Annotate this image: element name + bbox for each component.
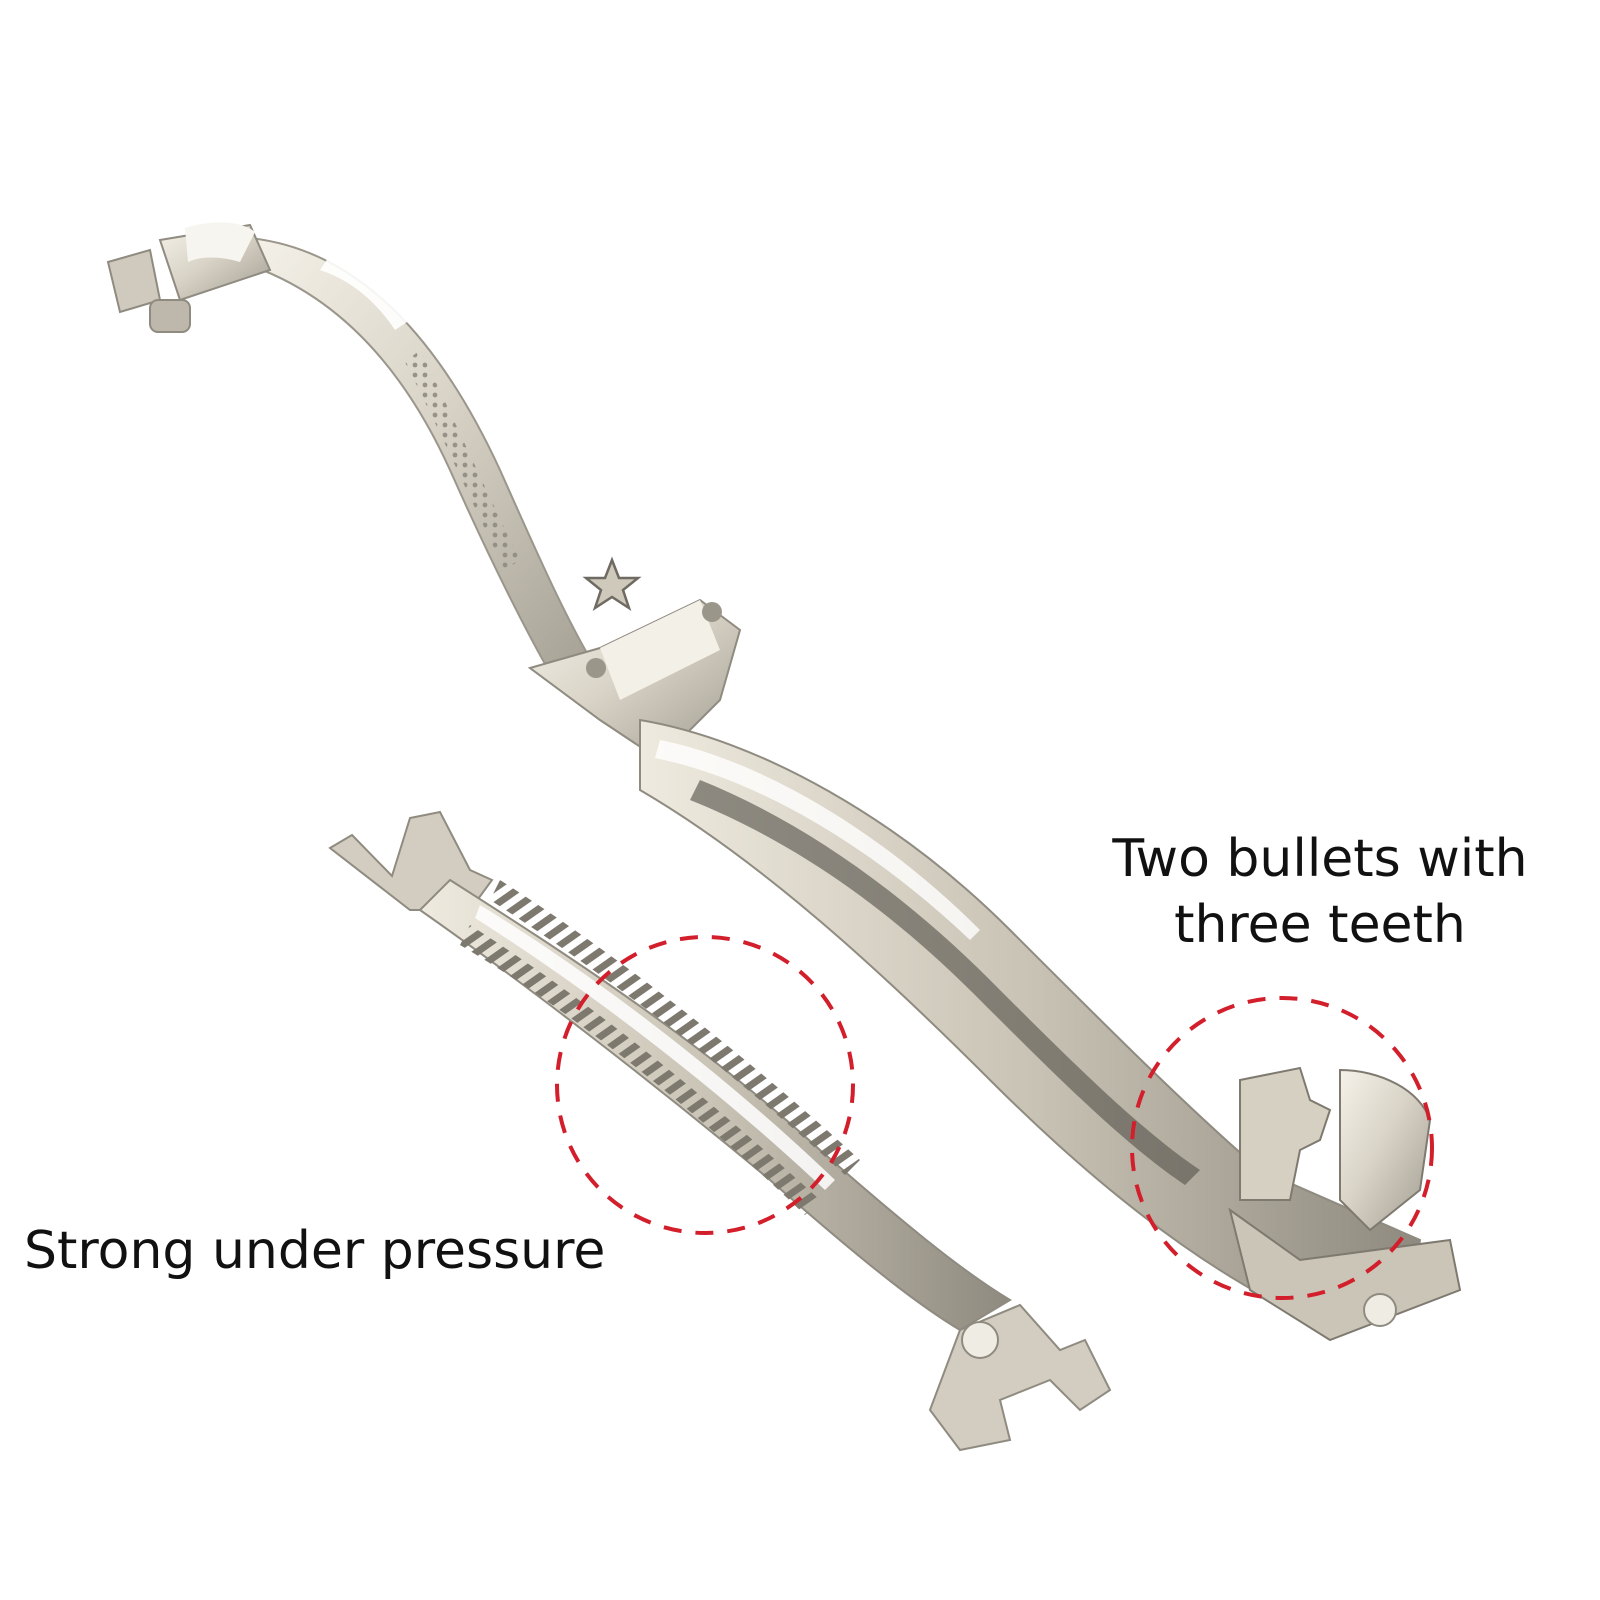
star-emblem-icon <box>582 556 642 611</box>
callout-right-line-2: three teeth <box>1174 895 1466 955</box>
clip-top-end-hook <box>106 222 272 333</box>
clip-top-arm <box>238 236 612 691</box>
callout-right-line-1: Two bullets with <box>1112 829 1528 889</box>
clip-bottom-bar <box>328 810 1112 1452</box>
clip-end-teeth <box>1228 1066 1462 1342</box>
callout-strong-under-pressure: Strong under pressure <box>24 1221 606 1281</box>
dotted-grip-texture <box>405 350 520 570</box>
clip-hinge <box>527 598 742 762</box>
clip-body-rail <box>639 718 1422 1312</box>
callout-two-bullets: Two bullets with three teeth <box>1100 826 1540 958</box>
dashed-highlight-circle-right <box>1130 996 1434 1300</box>
dashed-highlight-circle-left <box>555 935 855 1235</box>
